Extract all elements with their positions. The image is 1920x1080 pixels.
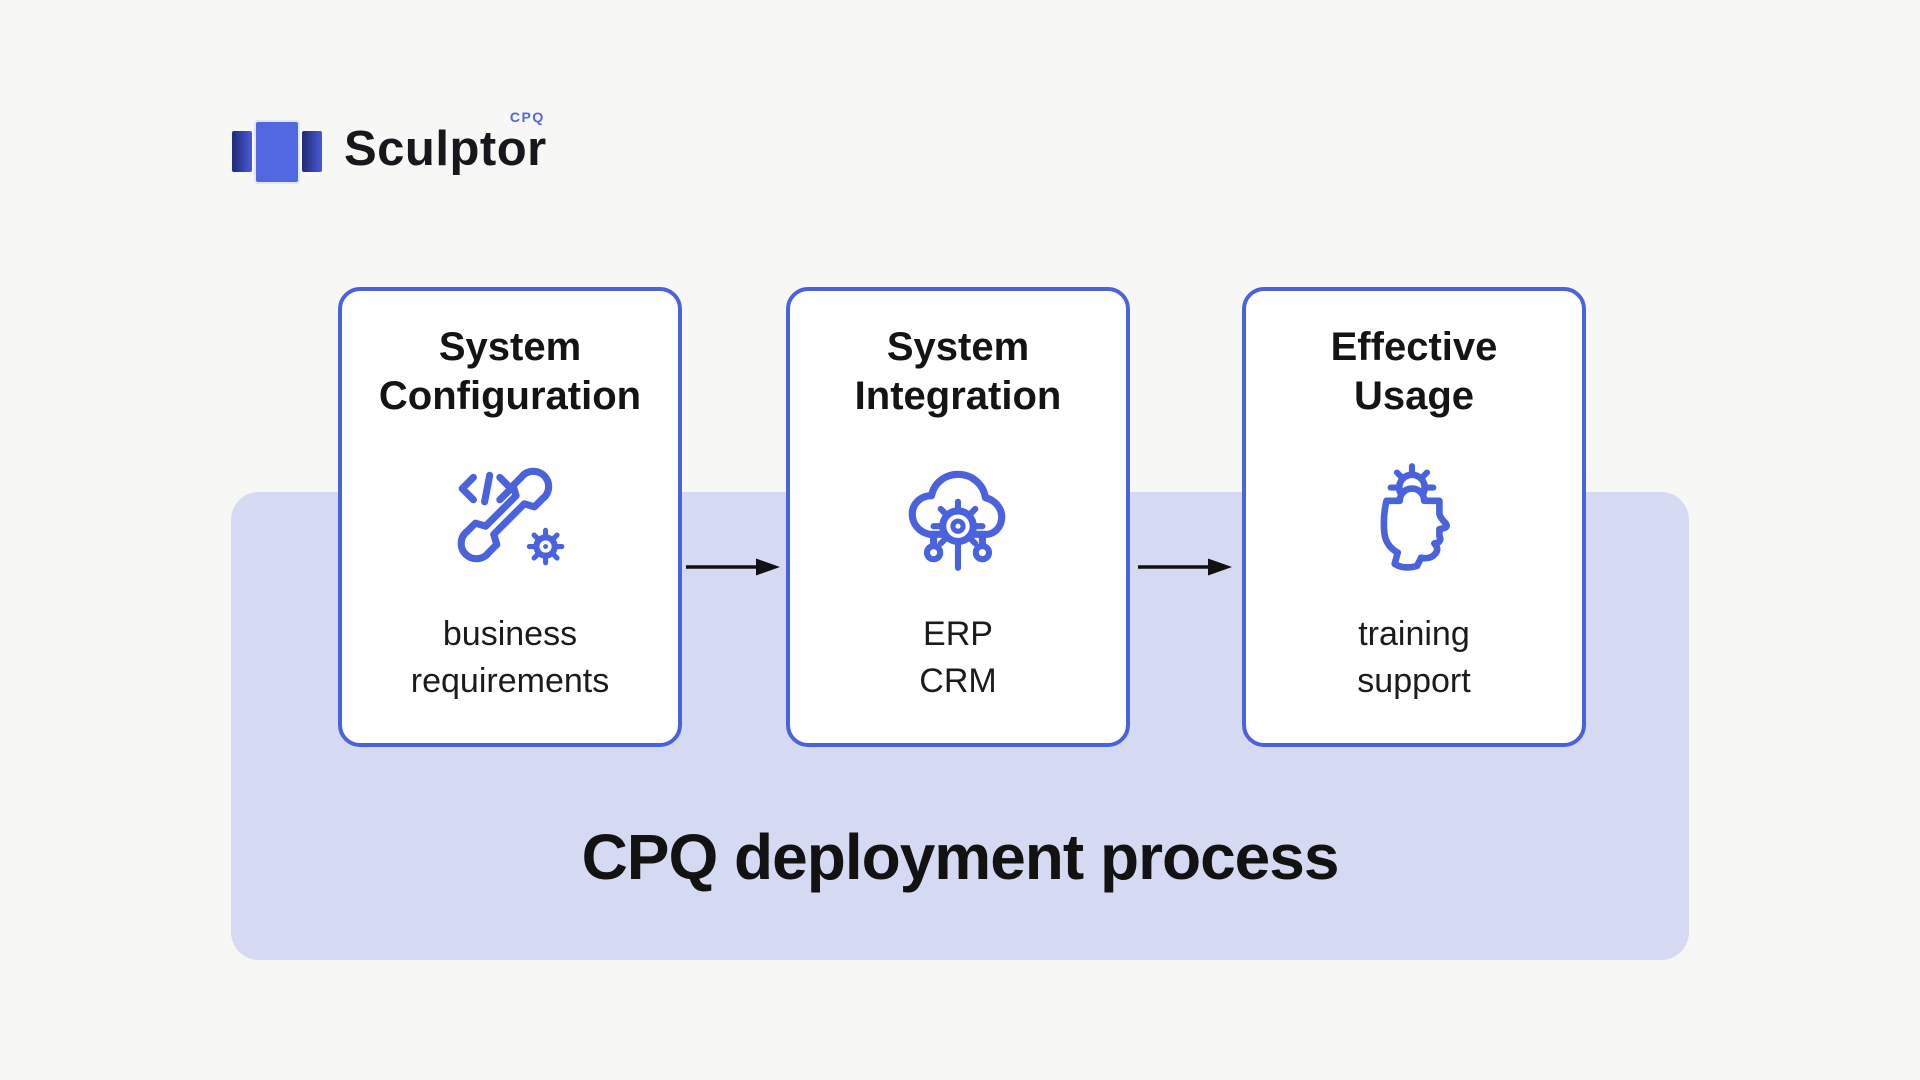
step-title: System Integration bbox=[855, 323, 1062, 421]
arrow-right-icon bbox=[686, 558, 780, 576]
step-details: training support bbox=[1357, 611, 1470, 705]
logo-bar-left bbox=[232, 131, 252, 172]
step-title-line1: System bbox=[886, 325, 1030, 369]
step-detail-line2: CRM bbox=[919, 662, 997, 700]
step-detail-line1: ERP bbox=[923, 615, 993, 653]
step-title-line2: Configuration bbox=[378, 374, 642, 418]
step-title-line2: Integration bbox=[854, 374, 1062, 418]
step-card-system-integration: System Integration bbox=[786, 287, 1130, 747]
step-detail-line1: business bbox=[442, 615, 578, 653]
step-title: Effective Usage bbox=[1331, 323, 1498, 421]
sculptor-logo: Sculptor CPQ bbox=[232, 109, 547, 184]
step-detail-line2: support bbox=[1357, 662, 1471, 700]
step-details: ERP CRM bbox=[919, 611, 996, 705]
logo-brand-text: Sculptor bbox=[344, 122, 547, 176]
head-gear-icon bbox=[1380, 463, 1450, 571]
step-title-line1: System bbox=[438, 325, 582, 369]
three-bars-logo-icon bbox=[232, 122, 324, 184]
logo-bar-right bbox=[302, 131, 322, 172]
cloud-gear-network-icon bbox=[908, 470, 1006, 571]
code-wrench-gear-icon bbox=[457, 467, 565, 566]
logo-wordmark: Sculptor CPQ bbox=[344, 109, 547, 180]
step-card-system-configuration: System Configuration bbox=[338, 287, 682, 747]
step-title-line2: Usage bbox=[1353, 374, 1475, 418]
step-title-line1: Effective bbox=[1330, 325, 1498, 369]
logo-bar-middle bbox=[256, 122, 298, 182]
step-card-effective-usage: Effective Usage training support bbox=[1242, 287, 1586, 747]
step-detail-line1: training bbox=[1358, 615, 1470, 653]
arrow-right-icon bbox=[1138, 558, 1232, 576]
step-title: System Configuration bbox=[379, 323, 641, 421]
step-detail-line2: requirements bbox=[410, 662, 610, 700]
step-details: business requirements bbox=[411, 611, 609, 705]
process-heading: CPQ deployment process bbox=[581, 821, 1340, 893]
logo-cpq-superscript: CPQ bbox=[509, 109, 545, 125]
